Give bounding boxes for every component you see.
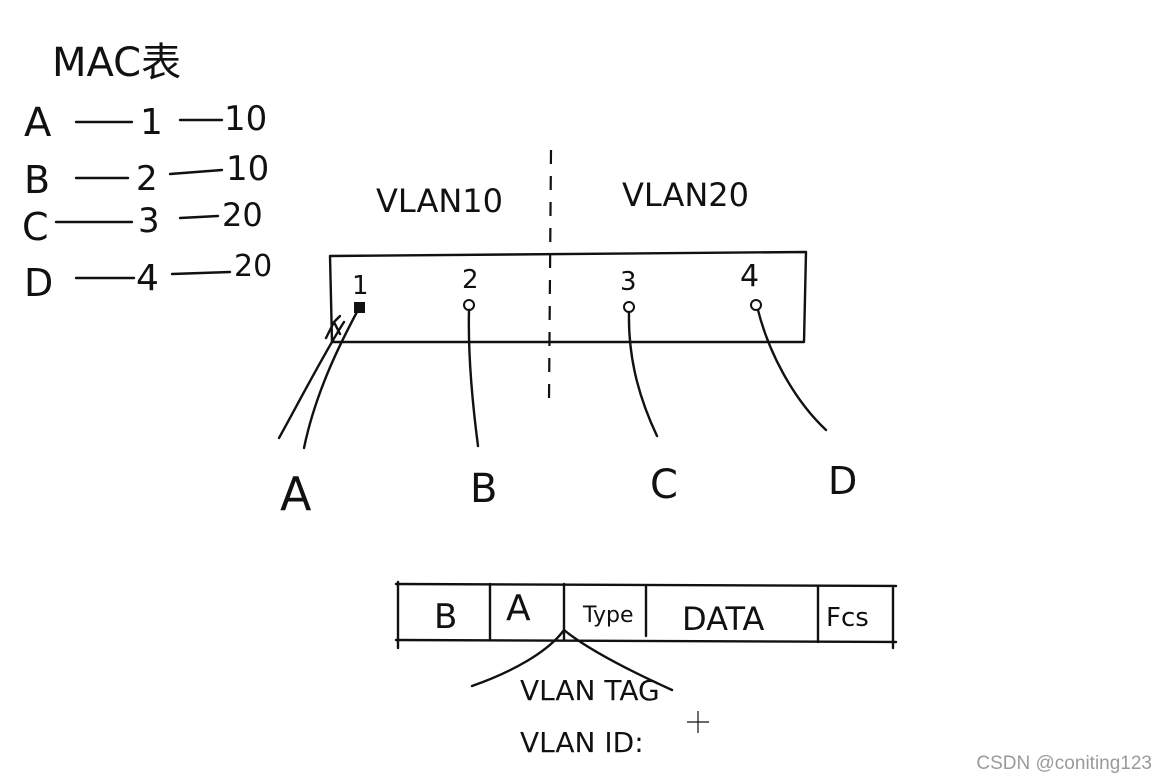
frame-field: Fcs: [826, 603, 869, 633]
mac-row-vlan: 10: [224, 99, 267, 139]
frame-bottom-edge: [394, 638, 898, 644]
vlan-tag-label: VLAN TAG: [520, 674, 660, 707]
port-label: 2: [462, 265, 479, 295]
mac-row: D 4 20: [24, 249, 272, 305]
port-jack: [463, 299, 475, 311]
switch-body: [328, 250, 808, 344]
port-jack: [750, 299, 762, 311]
mac-table-title: MAC表: [52, 40, 181, 86]
host-label: A: [280, 467, 312, 521]
crosshair-cursor-icon: [687, 711, 709, 733]
mac-row-port: 4: [136, 258, 159, 299]
mac-row-vlan: 20: [234, 249, 272, 284]
port-jack: [354, 302, 365, 313]
vlan-right-label: VLAN20: [622, 176, 749, 214]
mac-table: MAC表 A 1 10 B 2 10 C 3 20 D: [22, 40, 272, 305]
mac-row-dash: [168, 168, 224, 176]
mac-row: B 2 10: [24, 149, 269, 202]
vlan-id-label: VLAN ID:: [520, 726, 644, 759]
mac-row-port: 2: [136, 159, 158, 199]
watermark: CSDN @coniting123: [976, 753, 1152, 774]
frame-field: Type: [582, 603, 634, 628]
switch: VLAN10 VLAN20 1 2 3 4: [324, 149, 808, 401]
mac-row-host: A: [24, 100, 52, 146]
cable-d: [756, 308, 828, 432]
cables: [277, 308, 828, 450]
vlan-tag-insert: VLAN TAG VLAN ID:: [470, 628, 674, 759]
mac-row-port: 1: [140, 102, 163, 143]
cable-a-return: [277, 320, 346, 440]
cable-a: [302, 308, 360, 450]
port-label: 1: [352, 271, 369, 301]
mac-row-dash: [178, 214, 220, 220]
ethernet-frame: B A Type DATA Fcs: [394, 580, 898, 650]
port-label: 3: [620, 267, 637, 297]
mac-row-port: 3: [138, 201, 160, 241]
vlan-divider: [547, 149, 553, 401]
mac-row: C 3 20: [22, 196, 263, 249]
mac-row-host: B: [24, 158, 50, 202]
port-label: 4: [740, 259, 759, 294]
host-label: B: [470, 466, 497, 512]
mac-row-vlan: 20: [222, 196, 263, 234]
mac-row: A 1 10: [24, 99, 267, 146]
mac-row-host: C: [22, 205, 49, 249]
host-label: D: [828, 459, 857, 503]
cable-c: [627, 310, 659, 438]
host-label: C: [650, 462, 678, 508]
frame-field: B: [434, 597, 457, 637]
mac-row-vlan: 10: [226, 149, 269, 189]
port-jack: [623, 301, 635, 313]
frame-field: DATA: [682, 600, 765, 638]
tag-insert-line-left: [470, 628, 566, 688]
mac-row-dash: [170, 270, 232, 276]
frame-field: A: [506, 588, 531, 629]
tag-insert-line-right: [562, 628, 674, 692]
cable-b: [467, 308, 480, 448]
mac-row-host: D: [24, 261, 53, 305]
hosts: A B C D: [280, 459, 857, 521]
vlan-left-label: VLAN10: [376, 182, 503, 220]
